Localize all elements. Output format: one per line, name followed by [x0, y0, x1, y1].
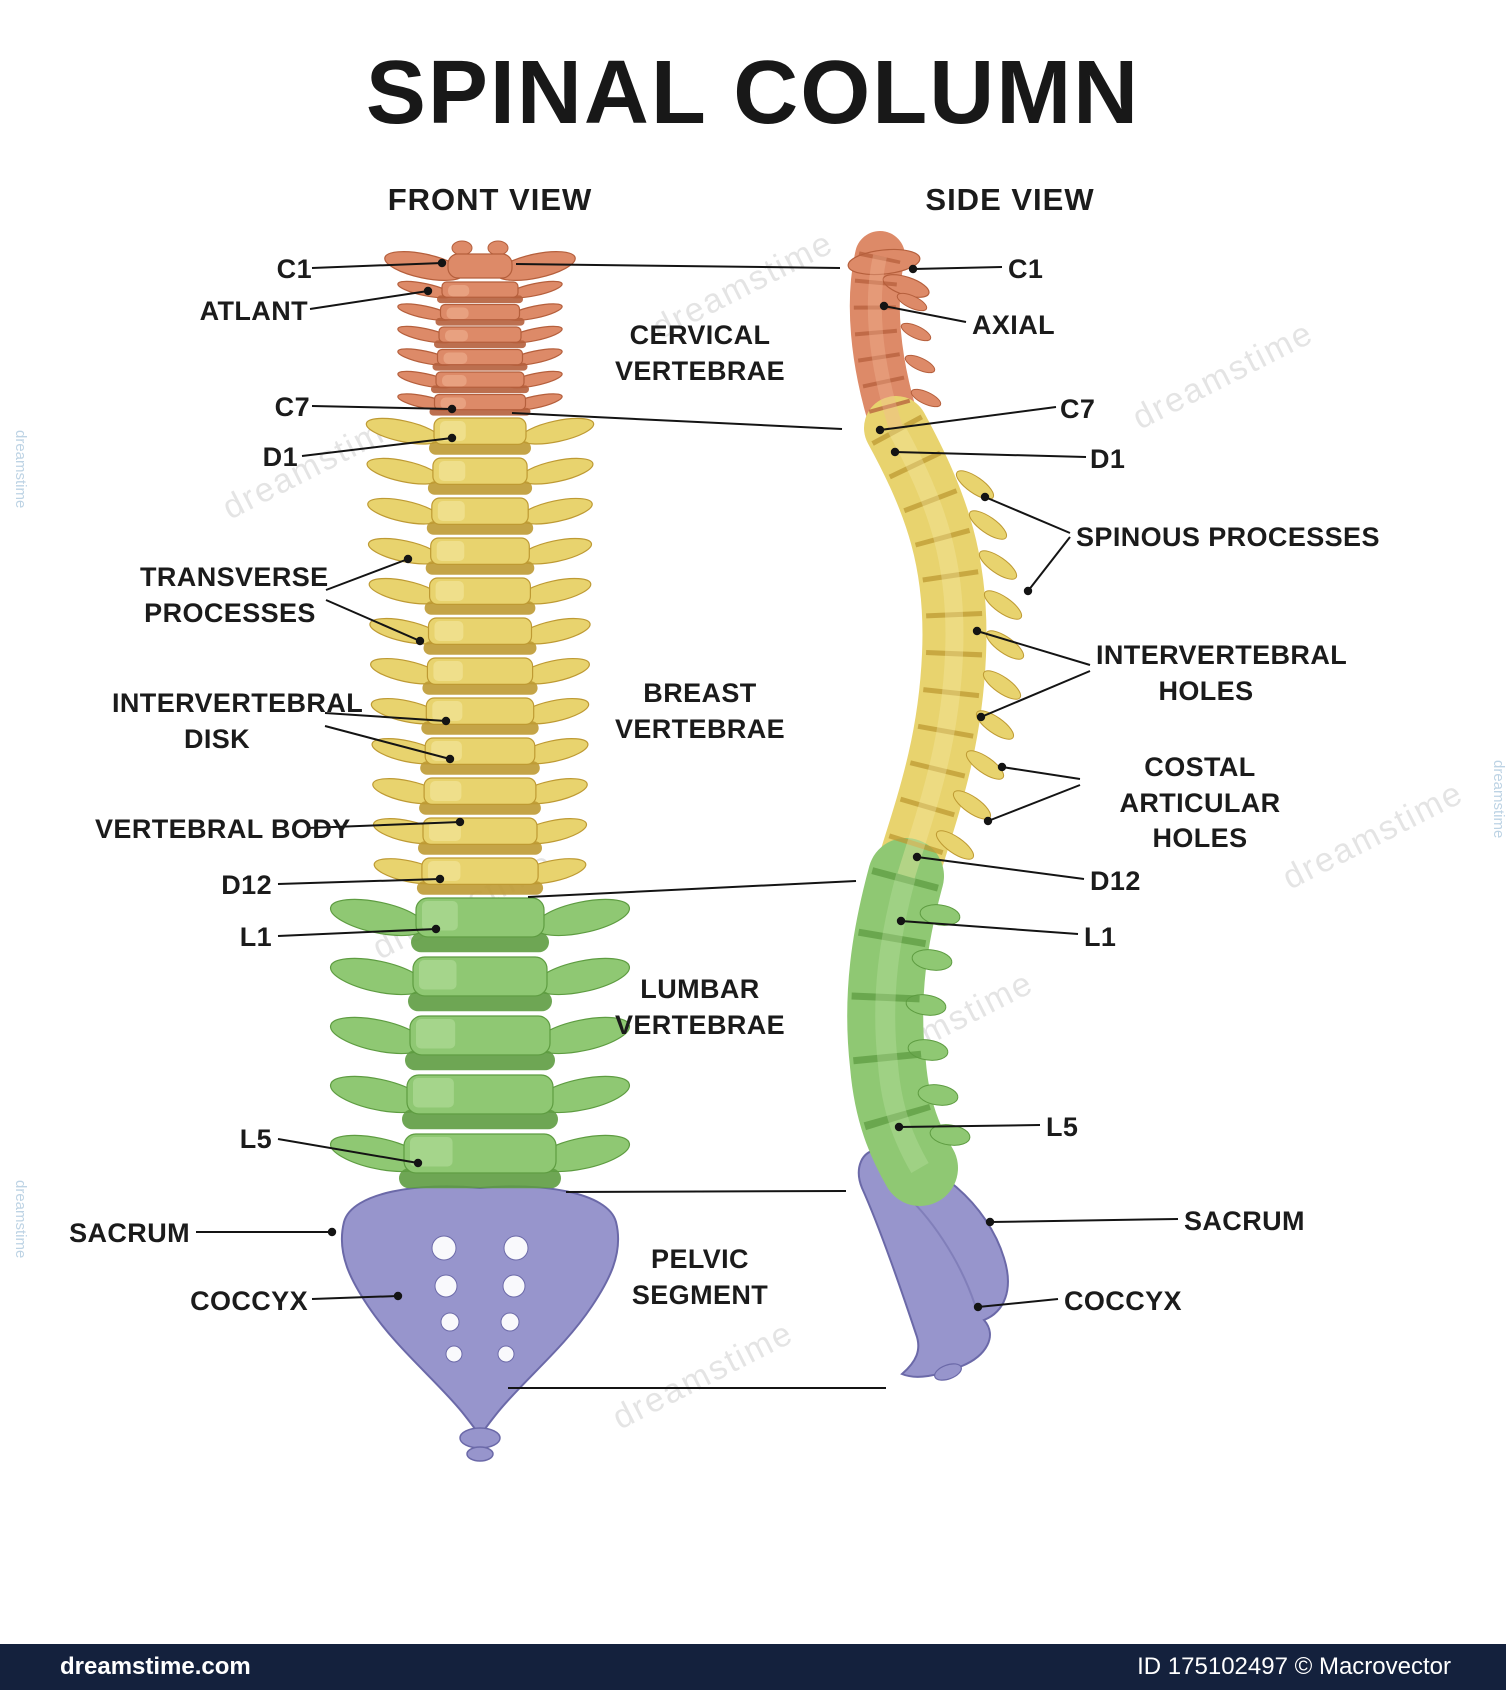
watermark-text: dreamstime — [1126, 314, 1319, 438]
front-spine — [329, 240, 631, 1462]
watermark-layer: dreamstime dreamstime dreamstime dreamstime… — [12, 224, 1506, 1438]
leader-lines — [196, 258, 1179, 1389]
watermark-bar: dreamstime.com ID 175102497 © Macrovecto… — [0, 1644, 1506, 1690]
watermark-edge-text: dreamstime — [1490, 760, 1506, 838]
watermark-edge-text: dreamstime — [12, 430, 29, 508]
watermark-edge-text: dreamstime — [12, 1180, 29, 1258]
watermark-site: dreamstime.com — [60, 1653, 251, 1680]
watermark-text: dreamstime — [606, 1314, 799, 1438]
watermark-text: dreamstime — [646, 224, 839, 348]
watermark-text: dreamstime — [1276, 774, 1469, 898]
watermark-credit: ID 175102497 © Macrovector — [1137, 1653, 1451, 1680]
side-spine — [847, 231, 1025, 1381]
